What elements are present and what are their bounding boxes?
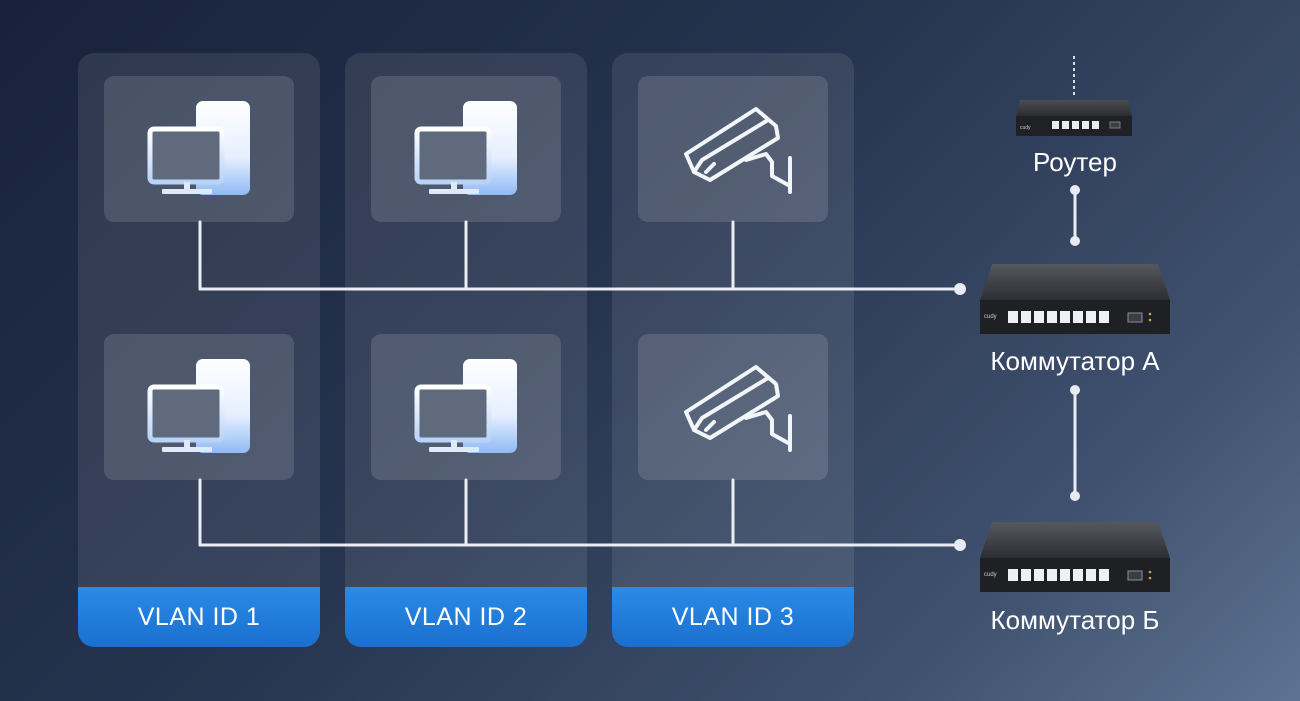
switch-a-label: Коммутатор А: [990, 346, 1160, 376]
device-tile: [104, 334, 294, 480]
router-icon: cudy: [1016, 56, 1132, 136]
port-dot: [1070, 185, 1080, 195]
port-dot: [1070, 236, 1080, 246]
device-tile: [638, 334, 828, 480]
device-tile: [638, 76, 828, 222]
camera-icon: [638, 76, 828, 222]
port-dot: [954, 539, 966, 551]
computer-icon: [371, 76, 561, 222]
device-tile: [104, 76, 294, 222]
svg-text:cudy: cudy: [984, 572, 997, 578]
device-tile: [371, 334, 561, 480]
switch-icon: cudy: [980, 522, 1170, 592]
vlan-label-2: VLAN ID 2: [345, 587, 587, 647]
switch-icon: cudy: [980, 264, 1170, 334]
port-dot: [954, 283, 966, 295]
computer-icon: [104, 76, 294, 222]
camera-icon: [638, 334, 828, 480]
vlan-label-1: VLAN ID 1: [78, 587, 320, 647]
vlan-column-3: VLAN ID 3: [612, 53, 854, 647]
vlan-label-3: VLAN ID 3: [612, 587, 854, 647]
svg-text:cudy: cudy: [984, 314, 997, 320]
computer-icon: [104, 334, 294, 480]
computer-icon: [371, 334, 561, 480]
device-tile: [371, 76, 561, 222]
port-dot: [1070, 491, 1080, 501]
port-dot: [1070, 385, 1080, 395]
switch-b-label: Коммутатор Б: [990, 605, 1160, 635]
svg-text:cudy: cudy: [1020, 125, 1031, 131]
router-label: Роутер: [1033, 147, 1117, 177]
